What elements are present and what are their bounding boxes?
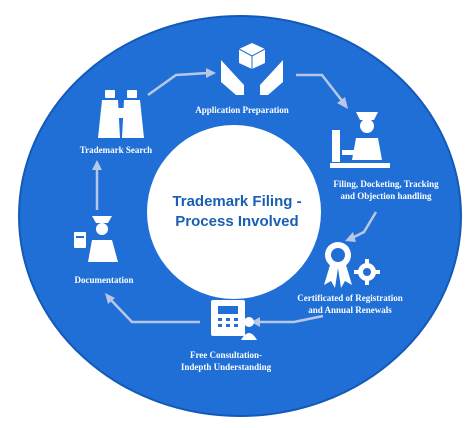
arrow-head [337,97,348,109]
label-filing-line2: and Objection handling [340,191,432,201]
binoculars-icon [98,90,144,138]
label-certificate-line1: Certificated of Registration [297,293,402,303]
label-consultation-line2: Indepth Understanding [181,362,272,372]
arrow-application-to-filing [296,73,344,103]
label-trademark-search: Trademark Search [80,145,152,155]
arrow-head [251,317,260,327]
officer-at-desk-icon [330,112,390,168]
step-labels: Application Preparation Filing, Docketin… [75,105,440,372]
center-title-line1: Trademark Filing - [172,193,301,210]
cycle-arrows [92,68,378,327]
officer-with-document-icon [74,216,118,262]
phone-with-people-icon [211,300,257,340]
award-ribbon-gear-icon [324,242,380,288]
arrow-search-to-application [147,71,209,97]
label-filing-line1: Filing, Docketing, Tracking [333,179,439,189]
center-title-line2: Process Involved [175,213,298,230]
arrow-head [105,293,115,304]
arrow-consultation-to-documentation [110,299,200,324]
label-certificate-line2: and Annual Renewals [308,305,392,315]
arrow-certificate-to-consultation [258,314,324,324]
label-documentation: Documentation [75,275,134,285]
arrow-head [92,160,102,170]
label-consultation-line1: Free Consultation- [190,350,262,360]
arrow-head [345,232,356,242]
hands-holding-box-icon [221,43,283,95]
arrow-head [206,68,216,78]
arrow-filing-to-certificate [351,211,378,240]
label-application-preparation: Application Preparation [195,105,289,115]
center-disc [147,125,321,299]
